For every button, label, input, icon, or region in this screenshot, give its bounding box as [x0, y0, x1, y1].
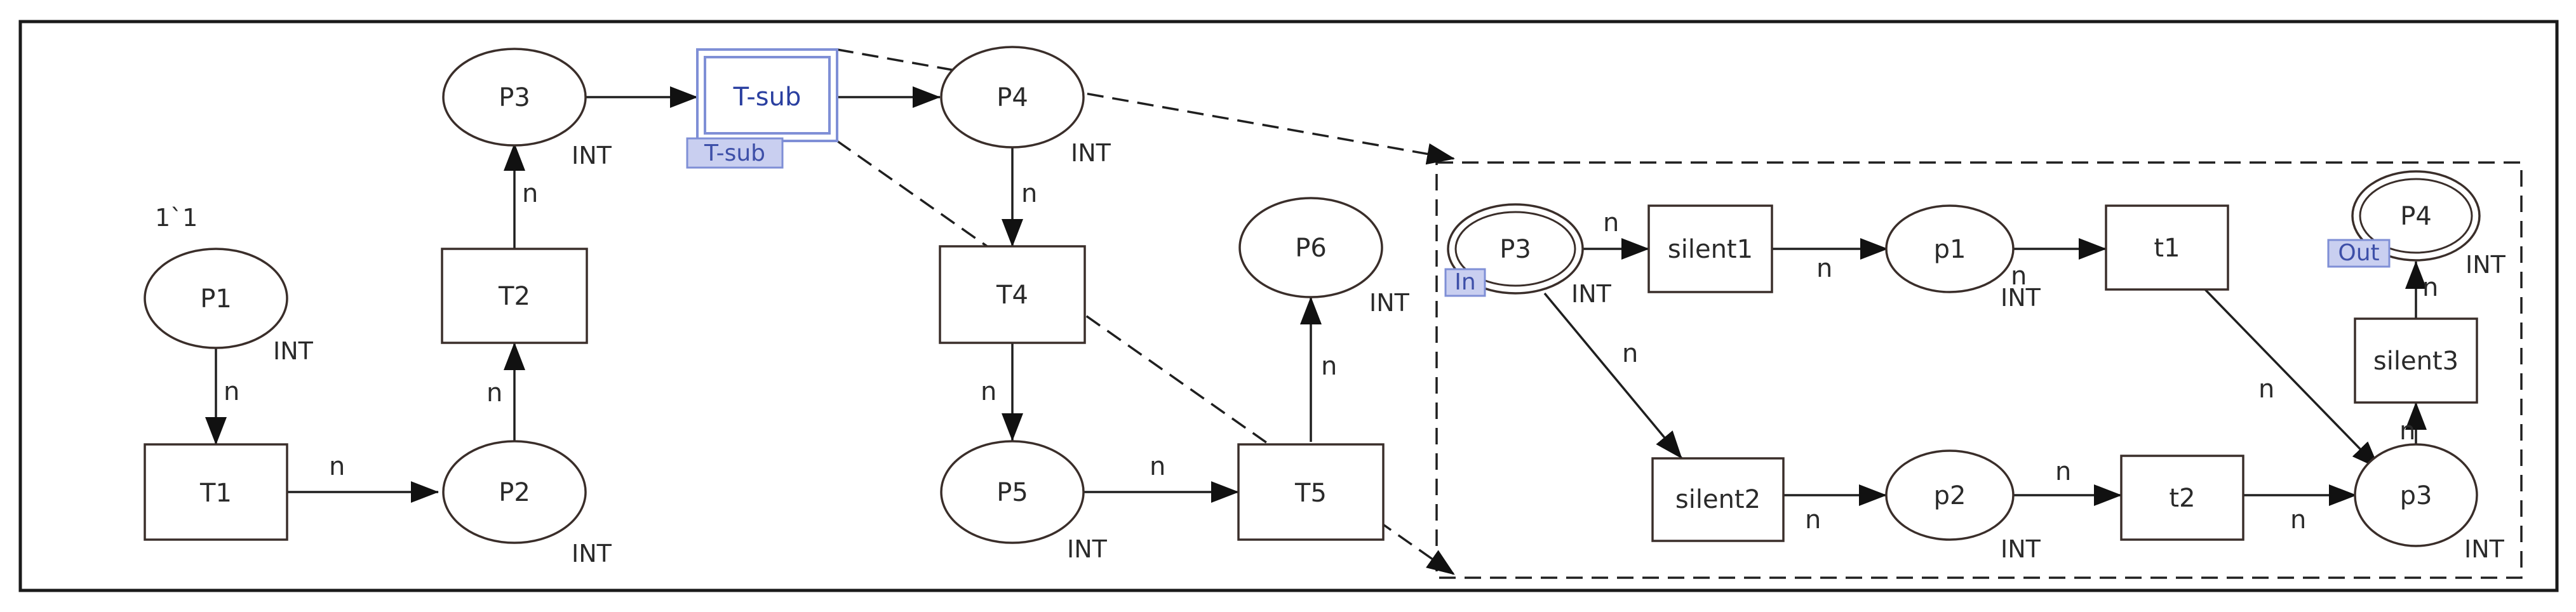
arc-label: n	[981, 377, 996, 406]
place-type: INT	[1571, 280, 1612, 308]
subpage-transition-t1[interactable]: t1	[2105, 204, 2229, 291]
transition-label: silent2	[1675, 485, 1761, 514]
arc-label: n	[1150, 452, 1165, 481]
subpage-place-p3[interactable]: p3 INT	[2354, 443, 2505, 563]
transition-T1[interactable]: T1	[144, 443, 288, 541]
arc-label: n	[1603, 208, 1619, 237]
place-label: P4	[996, 83, 1028, 112]
arc-label: n	[522, 179, 538, 208]
subpage-transition-silent2[interactable]: silent2	[1651, 457, 1785, 542]
place-label: p2	[1934, 481, 1966, 510]
arc-label: n	[1805, 505, 1821, 535]
place-type: INT	[1369, 289, 1410, 317]
transition-T-sub[interactable]: T-sub T-sub	[686, 48, 838, 169]
main-arc-labels: n n n n n n n n	[224, 179, 1337, 481]
port-tag-label: In	[1454, 269, 1475, 295]
place-P6[interactable]: P6 INT	[1238, 197, 1410, 317]
transition-label: t2	[2169, 484, 2195, 513]
arc-label: n	[2055, 457, 2071, 486]
subpage-place-p2[interactable]: p2 INT	[1885, 449, 2041, 563]
transition-T4[interactable]: T4	[939, 245, 1086, 344]
port-tag-out	[2327, 239, 2391, 268]
arc-sub-P3-silent2	[1543, 292, 1683, 460]
place-label: P3	[499, 83, 530, 112]
transition-label: t1	[2154, 234, 2180, 263]
place-type: INT	[572, 142, 612, 170]
place-label: P6	[1295, 234, 1327, 263]
place-label: P5	[996, 478, 1028, 507]
arc-label: n	[2258, 375, 2274, 404]
transition-T5[interactable]: T5	[1237, 443, 1385, 541]
outer-frame	[18, 20, 2559, 592]
place-label: p3	[2400, 481, 2432, 510]
zoom-line-top	[836, 48, 1455, 165]
subpage-arcs	[1543, 238, 2427, 506]
subpage-frame	[1435, 161, 2523, 579]
place-type: INT	[1067, 535, 1108, 563]
port-tag-in	[1444, 268, 1486, 297]
arc-label: n	[2399, 416, 2415, 446]
place-P5[interactable]: P5 INT	[940, 440, 1108, 563]
substitution-tag-label: T-sub	[704, 140, 765, 166]
arc-label: n	[224, 377, 239, 406]
port-tag-label: Out	[2338, 240, 2379, 266]
transition-label: silent3	[2373, 347, 2459, 376]
subpage-transition-silent3[interactable]: silent3	[2354, 317, 2478, 404]
arc-label: n	[1021, 179, 1037, 208]
arc-label: n	[1622, 339, 1638, 368]
subpage-place-P4-out[interactable]: P4 Out INT	[2327, 170, 2506, 279]
place-type: INT	[2001, 284, 2041, 312]
place-label: P3	[1499, 235, 1531, 264]
arc-label: n	[2290, 505, 2306, 535]
transition-label: T2	[498, 282, 530, 311]
arc-t1-p3	[2204, 288, 2380, 470]
place-P2[interactable]: P2 INT	[442, 440, 612, 568]
place-P4[interactable]: P4 INT	[940, 46, 1111, 167]
subpage-place-P3-in[interactable]: P3 In INT	[1444, 203, 1612, 308]
main-arcs	[205, 86, 1322, 503]
arc-label: n	[329, 452, 345, 481]
place-type: INT	[1071, 139, 1111, 167]
transition-label: silent1	[1668, 235, 1753, 264]
place-type: INT	[2464, 535, 2505, 563]
place-type: INT	[2001, 535, 2041, 563]
transition-label: T5	[1294, 479, 1327, 508]
transition-label: T1	[199, 479, 232, 508]
arc-label: n	[1321, 352, 1337, 381]
place-type: INT	[572, 540, 612, 568]
transition-label: T4	[996, 281, 1028, 310]
arc-label: n	[2422, 273, 2438, 302]
transition-T2[interactable]: T2	[441, 248, 588, 344]
place-type: INT	[273, 337, 314, 365]
subpage-place-p1[interactable]: p1 INT	[1885, 204, 2041, 312]
place-label: p1	[1934, 235, 1966, 264]
place-type: INT	[2465, 251, 2506, 279]
arc-label: n	[2011, 262, 2027, 291]
place-marking: 1`1	[155, 204, 198, 232]
place-P1[interactable]: 1`1 P1 INT	[144, 204, 314, 365]
place-P3[interactable]: P3 INT	[442, 48, 612, 170]
arc-label: n	[486, 378, 502, 408]
substitution-tag	[686, 137, 784, 169]
subpage-transition-t2[interactable]: t2	[2120, 455, 2244, 541]
transition-label: T-sub	[733, 83, 802, 112]
subpage-transition-silent1[interactable]: silent1	[1647, 204, 1773, 293]
place-label: P4	[2400, 202, 2432, 231]
subpage-arc-labels: n n n n n n n n n n	[1603, 208, 2438, 535]
place-label: P2	[499, 478, 530, 507]
arc-label: n	[1816, 254, 1832, 283]
place-label: P1	[200, 284, 232, 314]
